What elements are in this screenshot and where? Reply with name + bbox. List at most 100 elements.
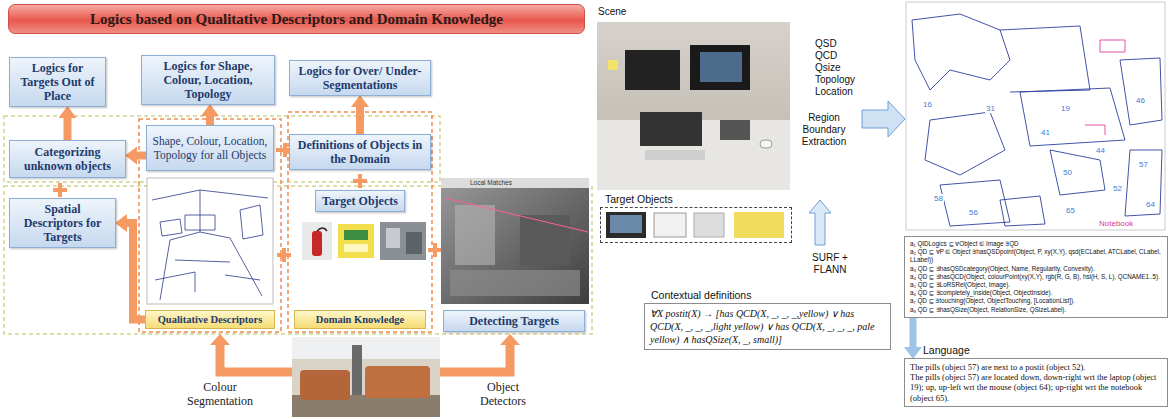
segmentation-sketch [147,178,273,304]
axiom-panel: a₁ QIDLogics ⊑ ∀Object ∈ Image ∃QDa₂ QD … [904,236,1168,318]
detection-screenshot [450,270,580,296]
scene-photo [690,45,750,90]
process-caption: Colour Segmentation [180,380,260,408]
callout-number: 44 [1095,146,1106,155]
process-caption: Object Detectors [468,380,538,408]
detection-screenshot [441,178,589,188]
target-photos [386,228,400,248]
box-text: a₇ QD ⊑ ∃touching(Object, ObjectTouching… [910,297,1162,305]
box-text: The pills (object 57) are located down, … [910,372,1162,403]
group-frame [4,116,440,182]
process-box: Categorizing unknown objects [9,140,126,178]
callout-number: 56 [968,208,979,217]
callout-number: 50 [1062,168,1073,177]
flow-arrow [137,152,146,160]
box-text: a₅ QD ⊑ ∃LoRSRel(Object, Image). [910,281,1162,289]
arrow-head [210,334,230,345]
descriptor-name: Location [815,86,853,98]
detection-screenshot [445,198,588,232]
target-photos [312,231,322,256]
segmented-image [1000,196,1045,226]
box-text: Logics for Shape, Colour, Location, Topo… [147,59,269,101]
process-arrow [809,200,831,245]
target-photos [344,244,368,252]
process-box: Definitions of Objects in the Domain [289,134,431,170]
box-text: Categorizing unknown objects [15,145,120,173]
object-label: Notebook [1098,219,1134,228]
segmented-image [1125,150,1162,216]
target-panel: Target Objects [600,207,792,243]
box-text: Spatial Descriptors for Targets [15,202,110,244]
scene-photo [640,112,702,146]
plus-sign [353,174,367,188]
process-caption: Region Boundary Extraction [793,112,855,148]
scene-photo [597,22,790,190]
scene-photo [700,52,742,82]
process-box: Spatial Descriptors for Targets [9,198,116,248]
detection-screenshot [455,205,495,265]
box-text: Domain Knowledge [316,312,404,327]
target-photos [406,232,422,254]
callout-number: 31 [985,104,996,113]
box-text: Detecting Targets [469,314,559,328]
callout-number: 65 [1065,206,1076,215]
segmented-image [912,14,1010,90]
flow-arrow [356,107,364,134]
detection-screenshot [520,215,570,265]
scene-photo [608,60,618,70]
lobby-photo [292,337,440,417]
scene-photo [625,50,680,90]
callout-number: 19 [1060,104,1071,113]
arrow-head [500,334,520,345]
layer-label: Domain Knowledge [294,310,426,329]
window-title: Local Matches [470,179,512,187]
target-thumbnails [734,212,784,238]
flow-arrow [64,118,72,140]
target-thumbnails [606,212,784,238]
column-frame [139,112,432,332]
segmentation-sketch [147,178,273,304]
segmented-image [1050,150,1105,195]
segmented-image [1000,26,1090,92]
process-box: Target Objects [315,190,405,212]
descriptor-name: Qsize [815,62,841,74]
process-caption: SURF + FLANN [798,252,862,276]
target-photos [302,222,426,260]
callout-number: 16 [922,100,933,109]
segmented-image [906,2,1165,230]
logic-box: Logics for Targets Out of Place [9,57,106,107]
plus-sign [428,243,442,257]
plus-sign [53,183,67,197]
box-text: Shape, Colour, Location, Topology for al… [152,134,268,162]
segmented-image [912,14,1162,226]
target-photos [338,224,374,258]
group-frame [4,116,592,334]
lobby-photo [292,337,440,417]
lobby-photo [365,366,430,398]
box-text: a₄ QD ⊑ ∃hasQCD(Object, colourPoint(xy(X… [910,273,1162,281]
layer-label: Qualitative Descriptors [145,310,275,329]
segmented-image [940,180,1010,226]
lobby-photo [300,370,350,400]
target-photos [344,230,368,240]
flow-arrow [127,223,145,320]
target-photos [317,228,327,231]
box-text: Target Objects [322,194,398,208]
descriptor-name: Topology [815,74,855,86]
lobby-photo [352,345,362,395]
callout-number: 64 [1145,200,1156,209]
process-arrow [220,344,292,372]
definition-panel: Contextual definitions∀X postit(X) → [ha… [644,303,891,350]
language-panel: LanguageThe pills (object 57) are next t… [904,358,1168,407]
segmented-image [1085,40,1125,135]
segmented-image [1020,88,1125,146]
panel-heading: Contextual definitions [651,289,751,302]
box-text: ∀X postit(X) → [has QCD(X, _, _, _,yello… [650,307,885,346]
box-text: The pills (object 57) are next to a post… [910,362,1162,372]
box-text: Logics for Targets Out of Place [15,61,100,103]
arrow-head [210,334,520,345]
flow-arrow [910,318,917,347]
callout-number: 58 [933,194,944,203]
process-arrow [220,344,510,372]
box-text: a₈ QD ⊑ ∃hasQSize(Object, RelationSize, … [910,306,1162,314]
